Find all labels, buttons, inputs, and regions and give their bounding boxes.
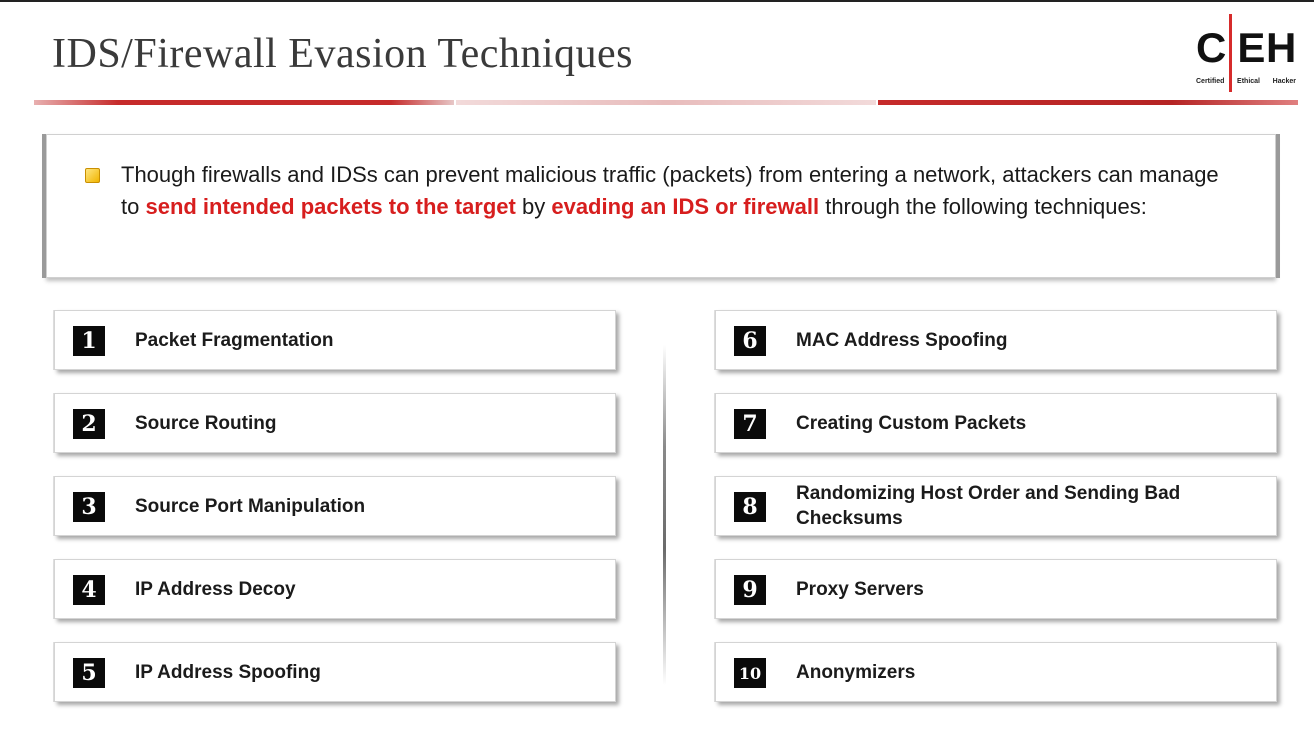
logo-letter-c: C (1196, 24, 1227, 71)
header-rule-right (878, 100, 1298, 105)
technique-item-8: 8 Randomizing Host Order and Sending Bad… (715, 476, 1277, 536)
technique-label: Randomizing Host Order and Sending Bad C… (796, 483, 1181, 529)
technique-number-badge: 4 (73, 575, 105, 605)
technique-label: MAC Address Spoofing (796, 329, 1008, 351)
ceh-logo: C E H Certified Ethical Hacker (1196, 14, 1296, 92)
technique-label: Source Port Manipulation (135, 495, 366, 517)
technique-number-badge: 2 (73, 409, 105, 439)
technique-number-badge: 5 (73, 658, 105, 688)
technique-label: Source Routing (135, 412, 277, 434)
intro-text-part3: through the following techniques: (819, 194, 1147, 219)
intro-highlight-1: send intended packets to the target (145, 194, 516, 219)
technique-item-1: 1 Packet Fragmentation (54, 310, 616, 370)
technique-item-6: 6 MAC Address Spoofing (715, 310, 1277, 370)
logo-red-bar (1229, 14, 1232, 92)
intro-text-part1: Though firewalls and IDSs can prevent ma… (121, 162, 1219, 219)
logo-sub-hacker: Hacker (1272, 78, 1296, 85)
technique-number-badge: 7 (734, 409, 766, 439)
intro-text: Though firewalls and IDSs can prevent ma… (121, 159, 1231, 223)
technique-item-10: 10 Anonymizers (715, 642, 1277, 702)
technique-number-badge: 9 (734, 575, 766, 605)
column-divider (663, 345, 666, 685)
intro-text-part2: by (515, 194, 552, 219)
technique-item-9: 9 Proxy Servers (715, 559, 1277, 619)
technique-item-3: 3 Source Port Manipulation (54, 476, 616, 536)
logo-letter-e: E (1237, 24, 1266, 71)
top-border-line (0, 0, 1314, 2)
technique-label: Anonymizers (796, 661, 916, 683)
logo-sub-ethical: Ethical (1237, 78, 1260, 85)
header-rule-left (34, 100, 454, 105)
technique-number-badge: 3 (73, 492, 105, 522)
logo-letter-h: H (1266, 24, 1297, 71)
page-title: IDS/Firewall Evasion Techniques (52, 31, 634, 77)
technique-label: Proxy Servers (796, 578, 924, 600)
logo-sub-certified: Certified (1196, 78, 1225, 85)
technique-label: IP Address Decoy (135, 578, 296, 600)
technique-label: Creating Custom Packets (796, 412, 1027, 434)
logo-letters: C E H (1196, 24, 1296, 72)
technique-label: IP Address Spoofing (135, 661, 321, 683)
technique-item-5: 5 IP Address Spoofing (54, 642, 616, 702)
bullet-icon (85, 168, 100, 183)
header-rule-middle (456, 100, 876, 105)
technique-number-badge: 8 (734, 492, 766, 522)
technique-number-badge: 6 (734, 326, 766, 356)
technique-number-badge: 1 (73, 326, 105, 356)
technique-label: Packet Fragmentation (135, 329, 334, 351)
technique-number-badge: 10 (734, 658, 766, 688)
logo-subtitle: Certified Ethical Hacker (1196, 78, 1296, 85)
technique-item-7: 7 Creating Custom Packets (715, 393, 1277, 453)
technique-item-2: 2 Source Routing (54, 393, 616, 453)
intro-highlight-2: evading an IDS or firewall (551, 194, 820, 219)
intro-box: Though firewalls and IDSs can prevent ma… (46, 134, 1276, 278)
technique-item-4: 4 IP Address Decoy (54, 559, 616, 619)
